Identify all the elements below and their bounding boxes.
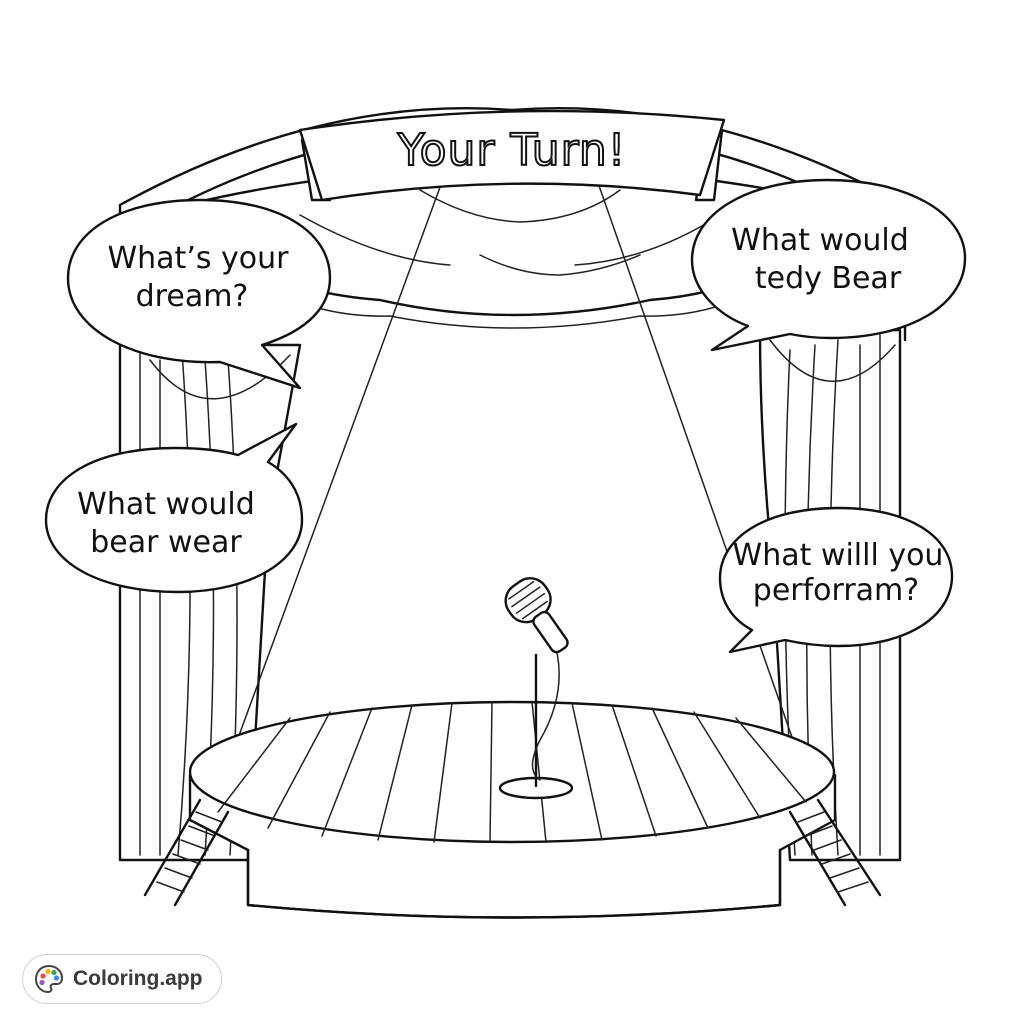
palette-icon — [34, 964, 64, 994]
banner-title: Your Turn! — [397, 125, 627, 176]
brand-name: Coloring.app — [73, 967, 203, 990]
stage-platform — [188, 700, 837, 919]
microphone-icon — [504, 577, 569, 654]
right-stairs — [788, 798, 882, 907]
bubble-top-left-line1: What’s your — [108, 241, 290, 276]
speech-bubble-mid-right: What willl you perforram? — [718, 506, 954, 654]
speech-bubble-top-right: What would tedy Bear — [690, 178, 967, 352]
bubble-mid-left-line2: bear wear — [90, 525, 242, 560]
banner-ribbon: Your Turn! — [298, 109, 726, 202]
bubble-top-left-line2: dream? — [136, 279, 249, 314]
bubble-top-right-line1: What would — [731, 223, 909, 258]
bubble-mid-right-line2: perforram? — [753, 573, 919, 608]
stage-floor-boards — [217, 701, 807, 843]
spotlight-beams — [229, 159, 801, 761]
bubble-top-right-line2: tedy Bear — [755, 261, 902, 296]
speech-bubble-top-left: What’s your dream? — [66, 198, 332, 390]
microphone-stand — [498, 577, 574, 800]
brand-badge[interactable]: Coloring.app — [22, 954, 222, 1004]
bubble-mid-left-line1: What would — [77, 487, 255, 522]
bubble-mid-right-line1: What willl you — [733, 538, 944, 573]
left-stairs — [143, 798, 230, 907]
speech-bubble-mid-left: What would bear wear — [44, 422, 304, 594]
